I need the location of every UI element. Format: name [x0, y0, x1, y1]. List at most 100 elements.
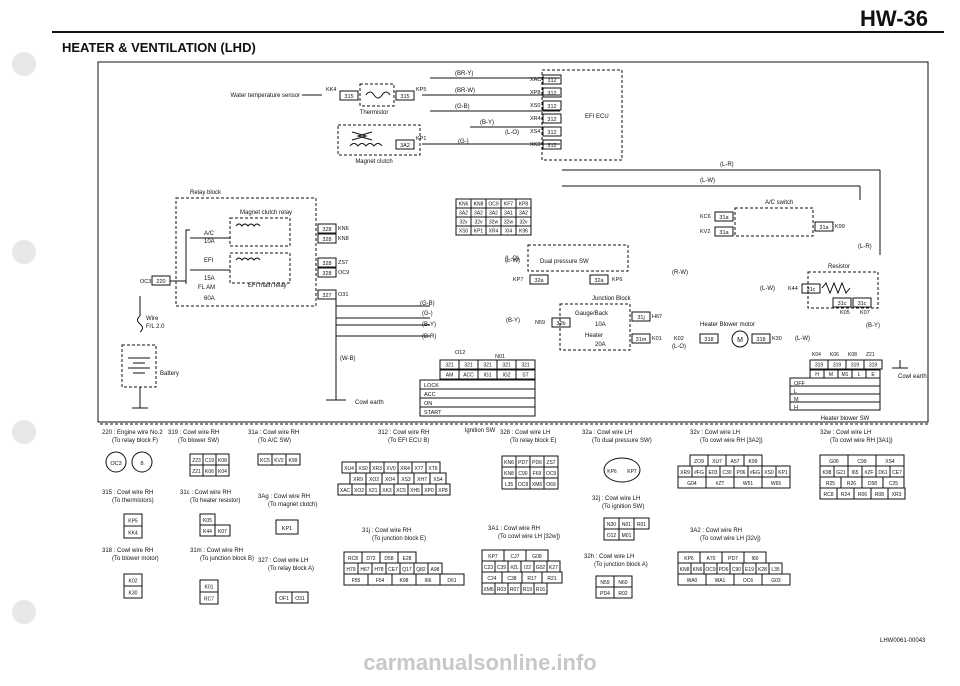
conn-319-pin: K04 — [218, 469, 227, 475]
conn-3a1-c-pin: R21 — [547, 576, 556, 582]
legend-327: 327 : Cowl wire LH — [258, 558, 308, 564]
heater-fuse-amp: 20A — [595, 342, 606, 348]
conn-3a2-a-pin: PD7 — [728, 556, 738, 562]
resistor-label: Resistor — [828, 264, 850, 270]
pin-k30: K30 — [772, 336, 782, 342]
conn-3a1-a-pin: G08 — [532, 554, 542, 560]
legend-31c-sub: (To heater resistor) — [190, 498, 240, 504]
conn-312c-pin: XAC — [340, 488, 351, 494]
conn-3a1-b-pin: K27 — [549, 565, 558, 571]
connector-312-label: 312 — [547, 104, 556, 110]
pin-n01: N01 — [495, 354, 505, 360]
connector-31c — [801, 283, 821, 294]
legend-3a1-sub: (To cowl wire LH [32w]) — [498, 534, 560, 540]
conn-32h-pin: PD4 — [600, 591, 610, 597]
connector-318b-label: 318 — [756, 337, 765, 343]
ign-code-grid-cell — [515, 359, 536, 370]
conn-32w-d-pin: R06 — [858, 492, 867, 498]
ecu-grid-pin: 32w — [489, 219, 499, 225]
legend-3a1: 3A1 : Cowl wire RH — [488, 526, 540, 532]
ign-code-grid-pin: 321 — [502, 362, 511, 368]
legend-327-sub: (To relay block A) — [268, 566, 314, 572]
conn-3a1-c-pin: R17 — [527, 576, 536, 582]
connector-312 — [542, 113, 562, 124]
connector-312-label: 312 — [547, 130, 556, 136]
conn-32w-d-pin: RC8 — [823, 492, 833, 498]
connector-328 — [317, 267, 337, 278]
conn-32h-pin: N59 — [600, 580, 609, 586]
conn-32j-cell — [633, 517, 650, 530]
conn-319-pin: K06 — [205, 469, 214, 475]
conn-312b-pin: XS3 — [401, 477, 411, 483]
conn-319-pin: C19 — [205, 458, 214, 464]
conn-32h-cell — [613, 586, 633, 599]
connector-312 — [542, 100, 562, 111]
conn-3ag-body — [275, 519, 299, 535]
legend-31a: 31a : Cowl wire RH — [248, 430, 299, 436]
connector-328 — [317, 257, 337, 268]
ecu-grid-pin: 32w — [504, 219, 514, 225]
connector-312 — [542, 87, 562, 98]
conn-312a-pin: XT6 — [428, 466, 437, 472]
wire-l-r-2: (L-R) — [858, 244, 872, 250]
conn-312a-pin: XS0 — [358, 466, 368, 472]
connector-3a2 — [395, 139, 415, 150]
conn-328b-pin: F69 — [533, 471, 542, 477]
conn-32w-d-cell — [887, 487, 906, 500]
conn-312b-pin: XS4 — [433, 477, 443, 483]
conn-3a1-a-pin: KP7 — [488, 554, 498, 560]
wire-g-b: (G-B) — [455, 104, 470, 110]
conn-31m-pin: RC7 — [204, 597, 214, 603]
conn-31j-c-pin: I66 — [425, 578, 432, 584]
ecu-grid-pin: 32v — [519, 219, 528, 225]
wire-b-y-3: (B-Y) — [506, 318, 520, 324]
conn-3a1-d-pin: R19 — [523, 587, 532, 593]
conn-31j-a-pin: E28 — [403, 556, 412, 562]
conn-3a2-b-pin: KN6 — [693, 567, 703, 573]
conn-328a-pin: KN6 — [504, 460, 514, 466]
conn-32v-a-pin: A57 — [731, 459, 740, 465]
conn-3a1-b-pin: G02 — [536, 565, 546, 571]
conn-31j-c-pin: K98 — [400, 578, 409, 584]
conn-3ag-pin: KP1 — [282, 526, 292, 532]
conn-327-pin: O31 — [295, 596, 305, 602]
conn-312c-cell — [435, 483, 451, 496]
conn-312a-pin: XV0 — [386, 466, 396, 472]
connector-31a3 — [814, 221, 834, 232]
conn-32w-c-pin: C25 — [889, 481, 898, 487]
conn-3a2-a-pin: I60 — [752, 556, 759, 562]
conn-32w-c-pin: D58 — [868, 481, 877, 487]
connector-220-label: 220 — [156, 279, 165, 285]
ecu-grid-pin: 3A2 — [519, 210, 528, 216]
legend-328: 328 : Cowl wire LH — [500, 430, 550, 436]
conn-31c-pin: K05 — [203, 518, 212, 524]
battery-box — [121, 344, 157, 388]
wire-br-w: (BR-W) — [455, 88, 475, 94]
ecu-grid-pin: XI4 — [505, 228, 513, 234]
pin-kv2: KV2 — [700, 229, 710, 235]
connector-318b — [751, 333, 771, 344]
ecu-grid-pin: K96 — [519, 228, 528, 234]
pin-kp6: KP6 — [612, 277, 622, 283]
ecu-pin-2: XS0 — [530, 103, 540, 109]
conn-3a2-c-cell — [761, 573, 791, 586]
connector-328-label: 328 — [322, 237, 331, 243]
conn-3a1-c-pin: C24 — [487, 576, 496, 582]
magnet-clutch-label: Magnet clutch — [355, 159, 392, 165]
magnet-clutch-symbol — [351, 131, 373, 141]
conn-318-pin: K30 — [129, 591, 138, 597]
ecu-grid-pin: KP8 — [519, 201, 529, 207]
connector-31j — [631, 311, 651, 322]
conn-3a2-b-pin: E19 — [745, 567, 754, 573]
ecu-grid-pin: KN8 — [474, 201, 484, 207]
blower-row-label: H — [794, 405, 798, 411]
wire-g-2: (G-) — [422, 311, 433, 317]
conn-31j-b-pin: H78 — [374, 567, 383, 573]
conn-31c-cell — [214, 524, 231, 537]
conn-328c-cell — [543, 477, 559, 490]
wire-r-w: (R-W) — [672, 270, 688, 276]
legend-3a2-sub: (To cowl wire LH [32v]) — [700, 536, 761, 542]
wire-l-w-2: (L-W) — [505, 258, 520, 264]
conn-328c-pin: O69 — [546, 482, 556, 488]
connector-31a2 — [714, 226, 734, 237]
